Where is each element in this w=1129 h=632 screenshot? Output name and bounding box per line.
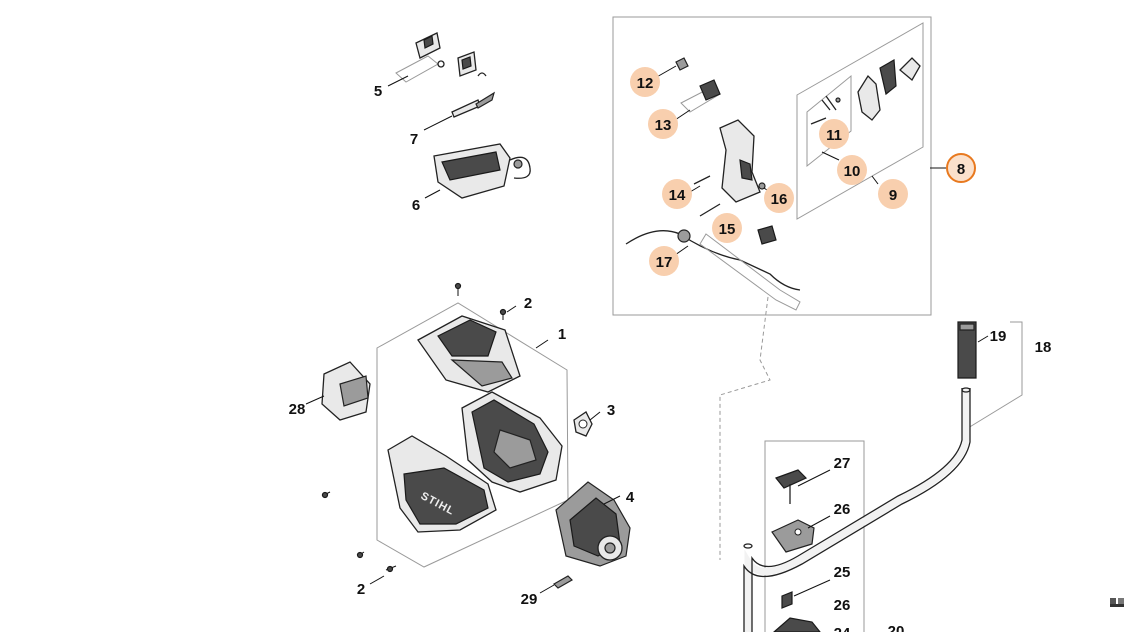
label-part-13[interactable]: 13	[655, 117, 672, 134]
bracket-18	[967, 321, 1023, 429]
label-part-29[interactable]: 29	[521, 591, 538, 608]
label-part-2-top[interactable]: 2	[524, 295, 532, 312]
switch-subassembly-frame	[796, 22, 924, 220]
expand-view-icon[interactable]	[1110, 598, 1124, 607]
label-part-18[interactable]: 18	[1035, 339, 1052, 356]
label-part-25[interactable]: 25	[834, 564, 851, 581]
part-29-drawing[interactable]	[553, 575, 573, 589]
screw-2-top[interactable]	[454, 282, 507, 321]
label-part-26-top[interactable]: 26	[834, 501, 851, 518]
label-part-11[interactable]: 11	[826, 127, 842, 144]
label-part-6[interactable]: 6	[412, 197, 420, 214]
handle-assembly-frame	[612, 16, 932, 316]
label-part-10[interactable]: 10	[844, 163, 861, 180]
part-26-top-drawing[interactable]	[771, 519, 815, 553]
label-part-1[interactable]: 1	[558, 326, 566, 343]
part-11-drawing[interactable]	[810, 95, 841, 125]
part-3-drawing[interactable]	[573, 411, 593, 437]
switch-parts-frame	[806, 74, 852, 168]
part-5-drawing[interactable]	[395, 32, 487, 83]
label-part-2-bottom[interactable]: 2	[357, 581, 365, 598]
part-17-drawing[interactable]	[625, 225, 801, 311]
label-part-16[interactable]: 16	[771, 191, 788, 208]
leader-lines	[305, 65, 989, 597]
selected-part-marker	[946, 153, 976, 183]
part-number-labels: 5 7 6 2 1 3 28 4 2 29 12 13 11 10 8 9 14…	[289, 75, 1052, 632]
part-9-drawing[interactable]	[857, 57, 921, 121]
part-19-drawing[interactable]	[957, 321, 977, 379]
label-part-20[interactable]: 20	[888, 623, 905, 632]
label-part-28[interactable]: 28	[289, 401, 306, 418]
label-part-3[interactable]: 3	[607, 402, 615, 419]
highlight-markers	[630, 67, 976, 276]
label-part-8[interactable]: 8	[957, 161, 965, 178]
part-16-drawing[interactable]	[758, 182, 766, 190]
loop-handle-tube[interactable]	[743, 387, 971, 632]
engine-housing-drawing[interactable]	[461, 391, 563, 493]
label-part-17[interactable]: 17	[656, 254, 673, 271]
label-part-14[interactable]: 14	[669, 187, 686, 204]
part-26-bottom-drawing[interactable]	[773, 617, 821, 632]
screw-misc[interactable]	[321, 491, 397, 573]
label-part-5[interactable]: 5	[374, 83, 382, 100]
label-part-4[interactable]: 4	[626, 489, 635, 506]
part-1-drawing[interactable]	[417, 315, 521, 393]
part-28-drawing[interactable]	[321, 361, 371, 421]
part-6-drawing[interactable]	[433, 143, 531, 199]
part-13-drawing[interactable]	[680, 79, 721, 113]
assembly-guide-line	[719, 296, 771, 560]
label-part-24[interactable]: 24	[834, 625, 851, 632]
part-25-drawing[interactable]	[781, 591, 793, 609]
label-part-26-bottom[interactable]: 26	[834, 597, 851, 614]
label-part-27[interactable]: 27	[834, 455, 851, 472]
part-15-drawing[interactable]	[699, 203, 721, 217]
part-12-drawing[interactable]	[675, 57, 689, 71]
part-4-drawing[interactable]	[555, 481, 631, 567]
handle-grip-drawing[interactable]	[719, 119, 761, 203]
label-part-9[interactable]: 9	[889, 187, 897, 204]
part-27-drawing[interactable]	[775, 469, 808, 504]
label-part-15[interactable]: 15	[719, 221, 736, 238]
label-part-7[interactable]: 7	[410, 131, 418, 148]
housing-cover-drawing[interactable]: STIHL	[387, 435, 497, 533]
clamp-assembly-frame	[764, 440, 865, 632]
part-14-drawing[interactable]	[693, 175, 711, 185]
label-part-12[interactable]: 12	[637, 75, 654, 92]
label-part-19[interactable]: 19	[990, 328, 1007, 345]
part-7-drawing[interactable]	[451, 91, 495, 118]
